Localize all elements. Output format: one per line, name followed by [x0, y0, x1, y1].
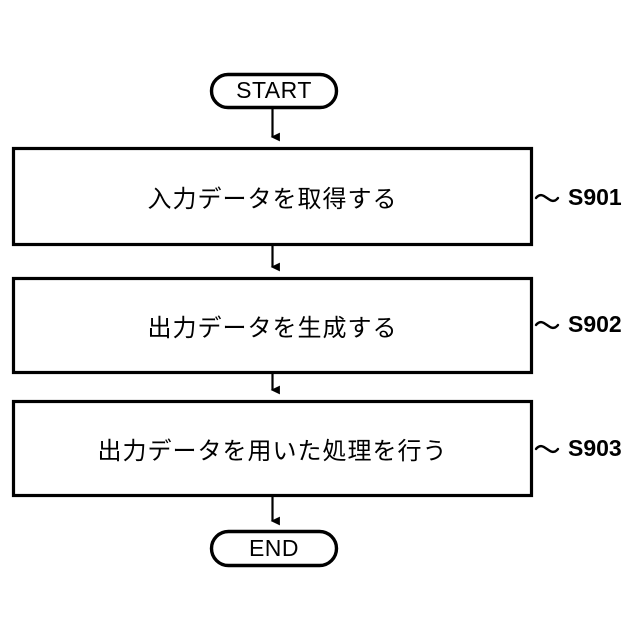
step-label-s903: S903: [568, 435, 622, 461]
start-node-label: START: [236, 77, 312, 103]
squiggle-leader-icon-s903: [534, 444, 560, 454]
process-1-label: 入力データを取得する: [147, 186, 398, 213]
step-label-s902: S902: [568, 311, 622, 337]
process-2-label: 出力データを生成する: [147, 315, 398, 342]
end-node-label: END: [248, 535, 300, 561]
process-3-shape: [11, 399, 534, 498]
squiggle-leader-icon-s901: [534, 193, 560, 203]
end-node-shape: [209, 529, 339, 568]
process-2-shape: [11, 276, 534, 375]
process-1-shape: [11, 146, 534, 247]
process-3-label: 出力データを用いた処理を行う: [97, 438, 448, 465]
step-label-s901: S901: [568, 184, 622, 210]
start-node-shape: [209, 72, 339, 110]
squiggle-leader-icon-s902: [534, 320, 560, 330]
